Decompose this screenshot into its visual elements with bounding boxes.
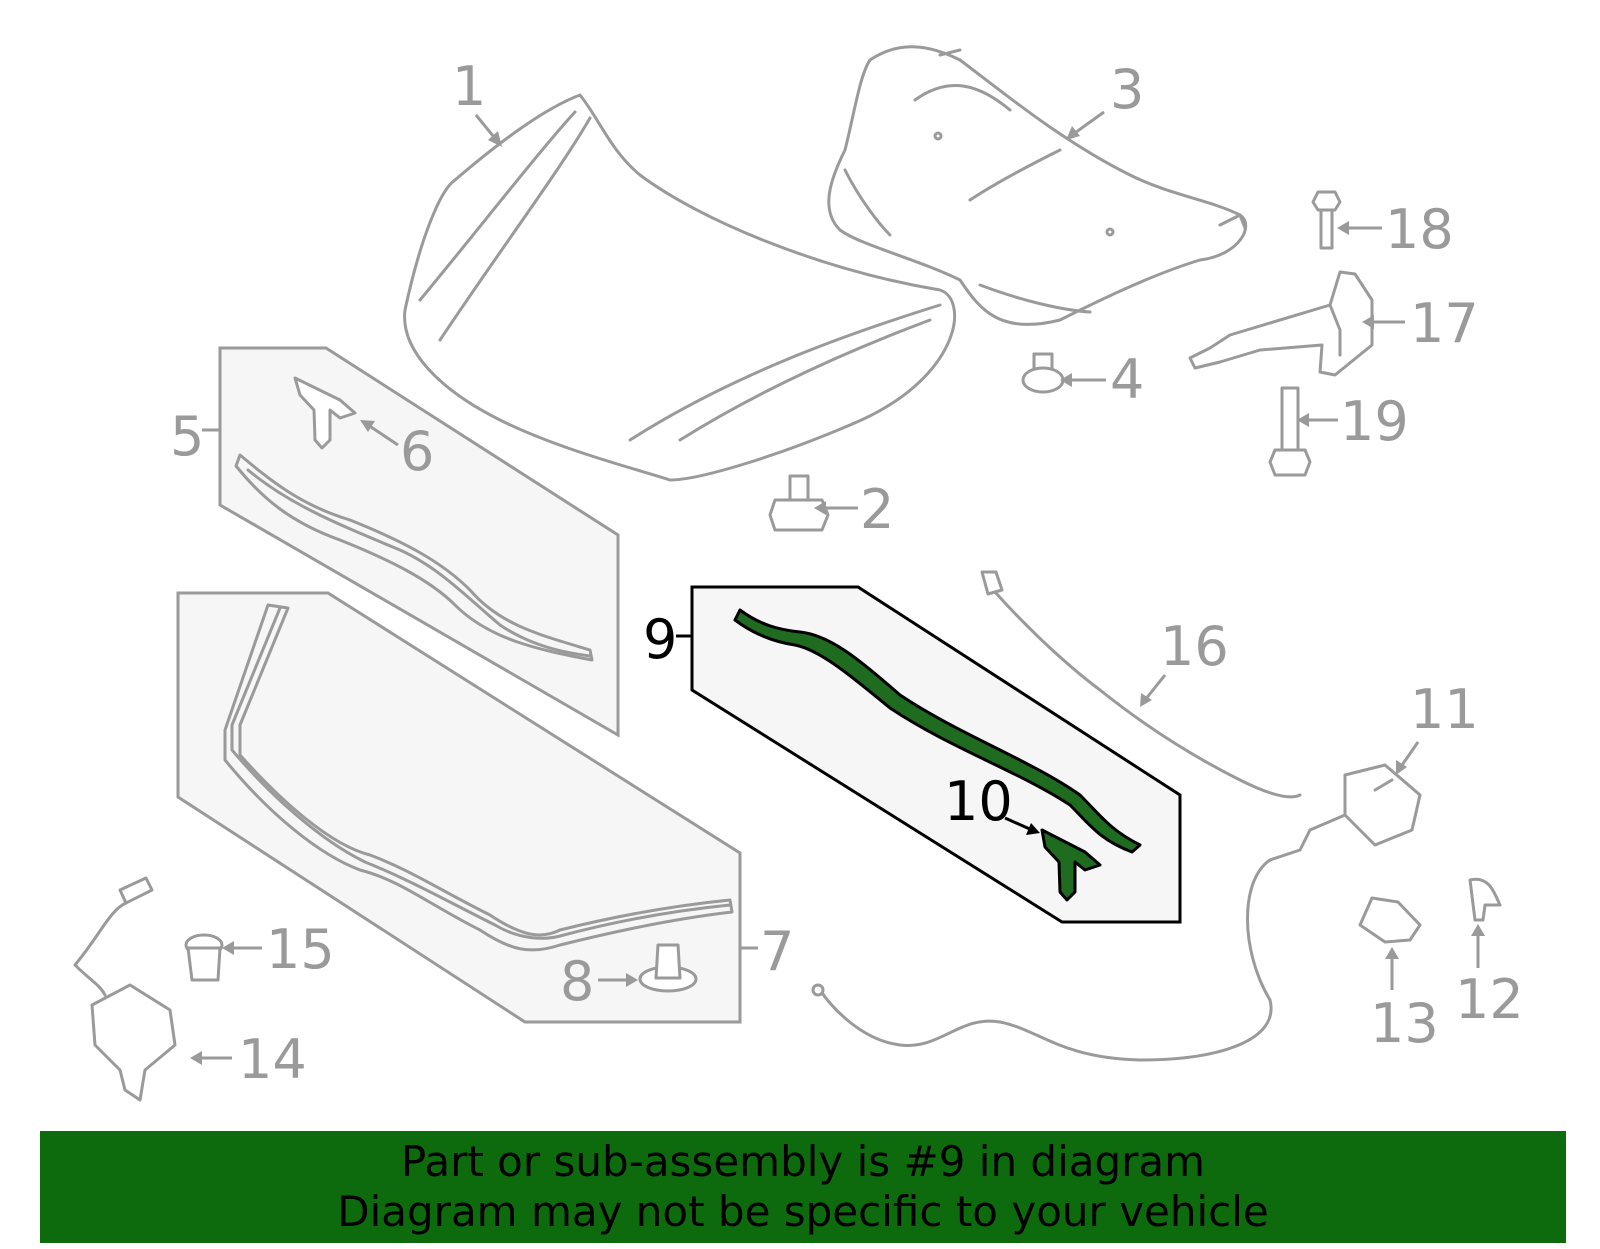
- part-9-seal: [733, 608, 1142, 854]
- label-1: 1: [452, 55, 502, 147]
- svg-text:16: 16: [1160, 615, 1229, 678]
- svg-text:9: 9: [643, 608, 677, 671]
- svg-text:12: 12: [1455, 968, 1524, 1031]
- svg-text:6: 6: [400, 420, 434, 483]
- part-12-clip[interactable]: [1468, 877, 1502, 922]
- part-11-latch[interactable]: [811, 763, 1422, 1062]
- svg-text:5: 5: [170, 405, 204, 468]
- svg-text:8: 8: [560, 950, 594, 1013]
- label-19: 19: [1297, 390, 1409, 453]
- part-2-bolt[interactable]: [768, 474, 830, 532]
- label-9: 9: [643, 608, 692, 671]
- part-16-cable[interactable]: [980, 570, 1302, 799]
- svg-text:2: 2: [860, 478, 894, 541]
- svg-text:19: 19: [1340, 390, 1409, 453]
- label-7: 7: [740, 920, 794, 983]
- svg-text:17: 17: [1410, 292, 1479, 355]
- svg-text:7: 7: [760, 920, 794, 983]
- svg-text:1: 1: [452, 55, 486, 118]
- label-10: 10: [944, 770, 1040, 835]
- label-15: 15: [222, 918, 335, 981]
- label-5: 5: [170, 405, 220, 468]
- label-14: 14: [190, 1028, 307, 1091]
- svg-text:3: 3: [1110, 58, 1144, 121]
- label-3: 3: [1066, 58, 1144, 140]
- part-6-clip[interactable]: [293, 376, 357, 450]
- label-17: 17: [1362, 292, 1479, 355]
- label-8: 8: [560, 950, 638, 1013]
- part-13-clip[interactable]: [1358, 896, 1422, 944]
- part-1-hood[interactable]: [403, 93, 957, 482]
- banner-line-2: Diagram may not be specific to your vehi…: [337, 1187, 1269, 1236]
- svg-text:11: 11: [1410, 678, 1479, 741]
- svg-text:13: 13: [1370, 992, 1439, 1055]
- label-18: 18: [1337, 198, 1454, 261]
- part-8-clip[interactable]: [638, 943, 698, 993]
- label-4: 4: [1060, 348, 1144, 411]
- label-6: 6: [360, 420, 434, 483]
- label-2: 2: [814, 478, 894, 541]
- svg-text:10: 10: [944, 770, 1013, 833]
- part-14-lock[interactable]: [73, 876, 177, 1102]
- label-11: 11: [1396, 678, 1479, 775]
- label-12: 12: [1455, 924, 1524, 1031]
- part-4-bumper[interactable]: [1021, 352, 1065, 394]
- banner-line-1: Part or sub-assembly is #9 in diagram: [400, 1137, 1206, 1186]
- part-7-seal-panel[interactable]: [176, 591, 742, 1024]
- info-banner: Part or sub-assembly is #9 in diagram Di…: [40, 1131, 1566, 1243]
- part-19-bolt[interactable]: [1268, 386, 1312, 477]
- part-10-clip: [1040, 828, 1102, 902]
- part-18-bolt[interactable]: [1311, 190, 1342, 250]
- svg-text:14: 14: [238, 1028, 307, 1091]
- part-9-seal-panel-highlighted[interactable]: [690, 585, 1182, 924]
- label-16: 16: [1140, 615, 1229, 707]
- svg-text:18: 18: [1385, 198, 1454, 261]
- part-15-bumper[interactable]: [184, 933, 224, 982]
- svg-text:15: 15: [266, 918, 335, 981]
- svg-text:4: 4: [1110, 348, 1144, 411]
- part-3-insulator[interactable]: [827, 45, 1248, 326]
- part-17-hinge[interactable]: [1188, 270, 1374, 377]
- label-13: 13: [1370, 947, 1439, 1055]
